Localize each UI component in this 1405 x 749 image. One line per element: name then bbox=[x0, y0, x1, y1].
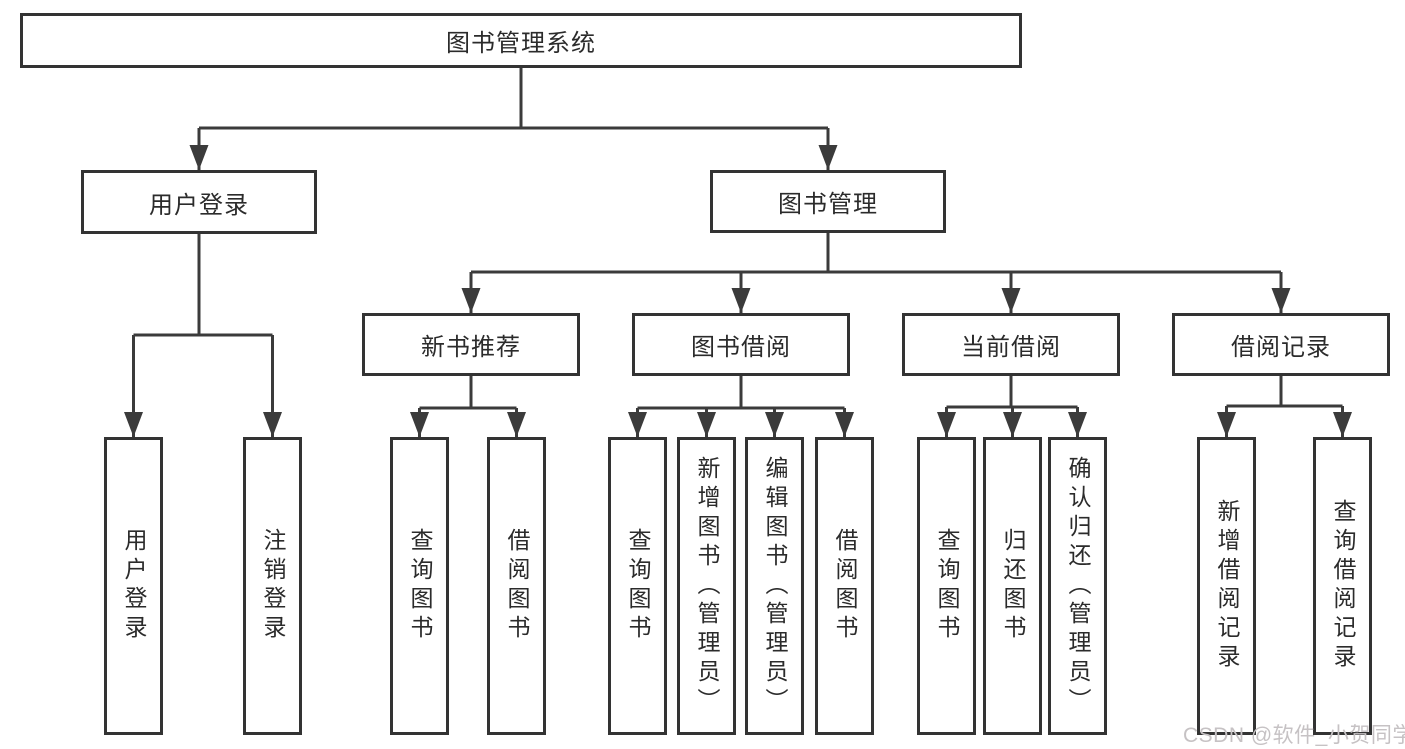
node-user-login: 用户登录 bbox=[81, 170, 317, 234]
node-book-management: 图书管理 bbox=[710, 170, 946, 233]
connector-path bbox=[132, 68, 1344, 437]
leaf-nbr-query-books: 查询图书 bbox=[390, 437, 449, 735]
node-borrow-records: 借阅记录 bbox=[1172, 313, 1390, 376]
leaf-cb-query-books: 查询图书 bbox=[917, 437, 976, 735]
leaf-bb-query-books: 查询图书 bbox=[608, 437, 667, 735]
leaf-logout-login: 注销登录 bbox=[243, 437, 302, 735]
leaf-cb-confirm-return-admin: 确认归还（管理员） bbox=[1048, 437, 1107, 735]
leaf-cb-return-books: 归还图书 bbox=[983, 437, 1042, 735]
node-book-borrow: 图书借阅 bbox=[632, 313, 850, 376]
csdn-watermark: CSDN @软件_小贺同学 bbox=[1183, 724, 1405, 747]
leaf-user-login: 用户登录 bbox=[104, 437, 163, 735]
arrowheads bbox=[124, 145, 1352, 437]
leaf-bb-edit-books-admin: 编辑图书（管理员） bbox=[745, 437, 804, 735]
node-root: 图书管理系统 bbox=[20, 13, 1022, 68]
leaf-bb-add-books-admin: 新增图书（管理员） bbox=[677, 437, 736, 735]
node-current-borrow: 当前借阅 bbox=[902, 313, 1120, 376]
leaf-br-query-borrow-record: 查询借阅记录 bbox=[1313, 437, 1372, 735]
leaf-br-add-borrow-record: 新增借阅记录 bbox=[1197, 437, 1256, 735]
node-new-book-recommend: 新书推荐 bbox=[362, 313, 580, 376]
leaf-nbr-borrow-books: 借阅图书 bbox=[487, 437, 546, 735]
leaf-bb-borrow-books: 借阅图书 bbox=[815, 437, 874, 735]
